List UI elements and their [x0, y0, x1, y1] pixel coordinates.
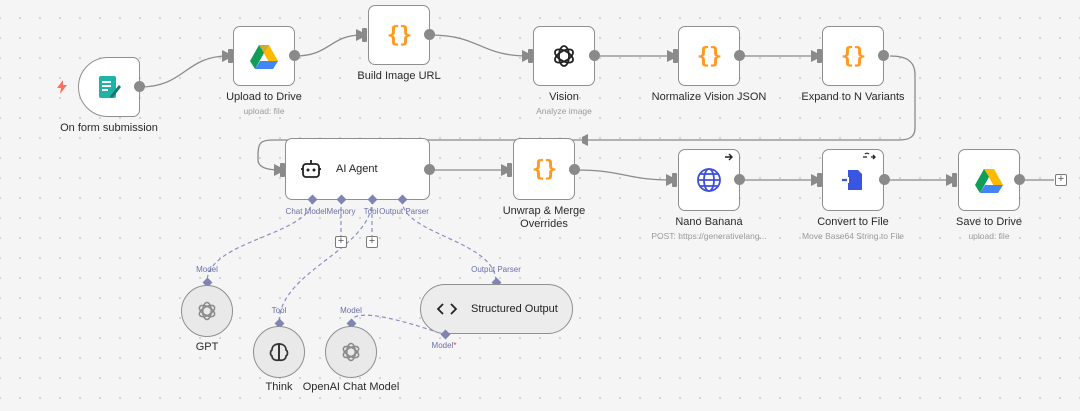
vision-label: Vision [549, 91, 579, 103]
unwrap-output-handle[interactable] [569, 164, 580, 175]
convert-output-handle[interactable] [879, 174, 890, 185]
upload-drive-label: Upload to Drive [226, 91, 302, 103]
think-label: Think [265, 381, 293, 393]
wire-build-to-vision [429, 34, 529, 57]
add-next-node-button[interactable]: + [1055, 174, 1067, 186]
normalize-output-handle[interactable] [734, 50, 745, 61]
unwrap-label-line2: Overrides [520, 218, 568, 230]
nano-output-handle[interactable] [734, 174, 745, 185]
build-output-handle[interactable] [424, 29, 435, 40]
normalize-node[interactable]: {} [678, 26, 740, 86]
code-brackets-icon [437, 303, 457, 315]
structured-output-label: Structured Output [471, 303, 558, 315]
vision-sub: Analyze image [536, 106, 592, 116]
expand-label: Expand to N Variants [801, 91, 905, 103]
code-braces-icon: {} [531, 156, 557, 182]
ai-agent-label: AI Agent [336, 163, 378, 175]
openai-chat-model-node[interactable] [325, 326, 377, 378]
vision-output-handle[interactable] [589, 50, 600, 61]
expand-input-handle[interactable] [817, 49, 822, 63]
build-url-node[interactable]: {} [368, 5, 430, 65]
upload-input-handle[interactable] [228, 49, 233, 63]
unwrap-label-line1: Unwrap & Merge [502, 205, 586, 217]
memory-port-label: Memory [326, 207, 356, 216]
tool-port-label: Tool [363, 207, 379, 216]
agent-input-handle[interactable] [280, 163, 285, 177]
convert-arrows-icon [863, 152, 876, 160]
think-tool-port-label: Tool [271, 306, 287, 315]
save-drive-node[interactable] [958, 149, 1020, 211]
wire-form-to-upload [139, 55, 229, 88]
structured-output-node[interactable]: Structured Output [420, 284, 573, 334]
code-braces-icon: {} [840, 43, 866, 69]
ai-wire-output-parser [401, 199, 497, 283]
google-drive-icon [250, 45, 278, 69]
convert-file-sub: Move Base64 String to File [801, 231, 905, 241]
bolt-icon [57, 80, 67, 94]
form-trigger-label: On form submission [60, 122, 158, 134]
convert-file-node[interactable] [822, 149, 884, 211]
openai-chat-model-label: OpenAI Chat Model [302, 381, 400, 393]
openai-icon [554, 45, 574, 67]
unwrap-node[interactable]: {} [513, 138, 575, 200]
gpt-node[interactable] [181, 285, 233, 337]
ai-agent-node[interactable]: AI Agent [285, 138, 430, 200]
chat-model-port-label: Chat Model [285, 207, 327, 216]
think-node[interactable] [253, 326, 305, 378]
upload-drive-sub: upload: file [243, 106, 285, 116]
google-drive-icon [975, 169, 1003, 193]
convert-input-handle[interactable] [817, 173, 822, 187]
brain-icon [269, 343, 289, 362]
structured-output-parser-port-label: Output Parser [471, 265, 521, 274]
save-drive-sub: upload: file [968, 231, 1010, 241]
gpt-label: GPT [195, 341, 219, 353]
expand-output-handle[interactable] [878, 50, 889, 61]
file-convert-icon [842, 170, 862, 190]
expand-node[interactable]: {} [822, 26, 884, 86]
add-tool-button[interactable]: + [366, 236, 378, 248]
unwrap-input-handle[interactable] [507, 163, 512, 177]
output-parser-port-label: Output Parser [379, 207, 429, 216]
form-icon [99, 76, 121, 98]
normalize-input-handle[interactable] [673, 49, 678, 63]
wire-upload-to-build [294, 34, 363, 57]
vision-input-handle[interactable] [528, 49, 533, 63]
ai-wire-tool [278, 199, 373, 324]
save-output-handle[interactable] [1014, 174, 1025, 185]
save-drive-label: Save to Drive [955, 216, 1023, 228]
globe-icon [697, 168, 721, 192]
wire-unwrap-to-nano [574, 169, 673, 181]
model-required-text: Model [431, 341, 454, 350]
robot-icon [301, 160, 321, 178]
code-braces-icon: {} [386, 22, 412, 48]
openai-icon [198, 301, 216, 321]
vision-node[interactable] [533, 26, 595, 86]
agent-output-handle[interactable] [424, 164, 435, 175]
convert-file-label: Convert to File [817, 216, 889, 228]
nano-banana-sub: POST: https://generativelang... [651, 231, 767, 241]
add-memory-button[interactable]: + [335, 236, 347, 248]
arrow-right-icon [725, 153, 733, 161]
upload-output-handle[interactable] [289, 50, 300, 61]
code-braces-icon: {} [696, 43, 722, 69]
structured-model-port-label: Model* [432, 341, 457, 350]
openai-model-port-label: Model [340, 306, 362, 315]
nano-banana-label: Nano Banana [675, 216, 743, 228]
normalize-label: Normalize Vision JSON [651, 91, 767, 103]
build-url-label: Build Image URL [357, 70, 441, 82]
build-input-handle[interactable] [362, 28, 367, 42]
openai-icon [342, 342, 360, 362]
gpt-model-port-label: Model [196, 265, 218, 274]
save-input-handle[interactable] [952, 173, 957, 187]
upload-drive-node[interactable] [233, 26, 295, 86]
form-output-handle[interactable] [134, 81, 145, 92]
form-trigger-node[interactable] [78, 57, 140, 117]
nano-input-handle[interactable] [672, 173, 677, 187]
required-star: * [453, 341, 457, 350]
ai-wire-model-structured [350, 314, 446, 336]
